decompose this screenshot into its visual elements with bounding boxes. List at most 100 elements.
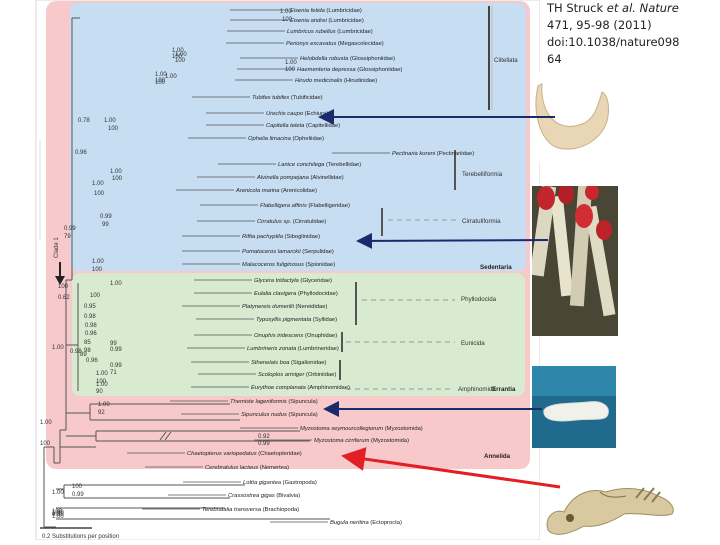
clade-label: Eunicida xyxy=(461,340,485,347)
support-value: 100 xyxy=(90,293,101,299)
taxon-label: Malacoceros fuliginosus (Spionidae) xyxy=(242,262,335,268)
citation-volume: 471, 95-98 (2011) xyxy=(547,17,717,34)
taxon-label: Onuphis iridescens (Onuphidae) xyxy=(254,333,337,339)
taxon-label: Eisenia fetida (Lumbricidae) xyxy=(290,8,362,14)
support-value: 1.00 xyxy=(104,118,116,124)
taxon-label: Typosyllis pigmentata (Syllidae) xyxy=(256,317,337,323)
support-value: 0.98 xyxy=(85,323,97,329)
support-value: 0.96 xyxy=(75,150,87,156)
chaetopterus-image xyxy=(540,478,680,540)
support-value: 0.99 xyxy=(258,441,270,447)
support-value: 85 xyxy=(84,340,91,346)
support-value: 1.00 xyxy=(280,9,292,15)
taxon-label: Eulalia clavigera (Phyllodocidae) xyxy=(254,291,338,297)
taxon-label: Helobdella robusta (Glossiphoniidae) xyxy=(300,56,395,62)
tubeworm-image xyxy=(532,186,618,336)
clade-label: Terebelliformia xyxy=(462,171,503,178)
taxon-label: Lumbrineris zonata (Lumbrineridae) xyxy=(247,346,339,352)
taxon-label: Myzostoma cirriferum (Myzostomida) xyxy=(314,438,409,444)
support-value: 0.96 xyxy=(85,331,97,337)
taxon-label: Glycera tridactyla (Glyceridae) xyxy=(254,278,332,284)
clade-label: Clitellata xyxy=(494,57,518,64)
taxon-label: Eisenia andrei (Lumbricidae) xyxy=(290,18,364,24)
clade-label: Sedentaria xyxy=(480,264,512,271)
support-value: 1.00 xyxy=(165,74,177,80)
taxon-label: Themiste lageniformis (Sipuncula) xyxy=(230,399,318,405)
citation-journal: et al. Nature xyxy=(607,1,679,15)
support-value: 1.00 xyxy=(285,60,297,66)
support-value: 100 xyxy=(58,284,69,290)
support-value: 100 xyxy=(92,267,103,273)
taxon-label: Eurythoe complanata (Amphinomidae) xyxy=(251,385,350,391)
taxon-label: Terebratalia transversa (Brachiopoda) xyxy=(202,507,299,513)
support-value: 100 xyxy=(72,484,83,490)
taxon-label: Tubifex tubifex (Tubificidae) xyxy=(252,95,323,101)
support-value: 100 xyxy=(40,441,51,447)
support-value: 100 xyxy=(112,176,123,182)
support-value: 1.00 xyxy=(52,345,64,351)
support-value: 1.00 xyxy=(96,382,108,388)
clade-label: Amphinomida xyxy=(458,386,496,393)
taxon-label: Lottia gigantea (Gastropoda) xyxy=(243,480,317,486)
taxon-label: Ophelia limacina (Opheliidae) xyxy=(248,136,324,142)
support-value: 1.00 xyxy=(92,259,104,265)
support-value: 0.99 xyxy=(110,363,122,369)
taxon-label: Sipunculus nudus (Sipuncula) xyxy=(241,412,318,418)
support-value: 1.00 xyxy=(96,371,108,377)
clade-label: Phyllodocida xyxy=(461,296,497,303)
citation-doi: doi:10.1038/nature098 xyxy=(547,34,717,51)
taxon-label: Flabelligera affinis (Flabelligeridae) xyxy=(260,203,350,209)
taxon-label: Platynereis dumerilii (Nereididae) xyxy=(242,304,327,310)
support-value: 0.96 xyxy=(86,358,98,364)
sipunculid-image xyxy=(532,366,616,448)
support-value: 1.00 xyxy=(92,181,104,187)
phylogenetic-tree: Eisenia fetida (Lumbricidae) Eisenia andr… xyxy=(0,0,540,540)
taxon-label: Haementeria depressa (Glossiphoniidae) xyxy=(297,67,402,73)
support-value: 1.00 xyxy=(52,490,64,496)
taxon-label: Urechis caupo (Echiura) xyxy=(266,111,328,117)
support-value: 0.92 xyxy=(258,434,270,440)
taxon-label: Riftia pachyptila (Siboglinidae) xyxy=(242,234,320,240)
support-value: 0.99 xyxy=(72,492,84,498)
support-value: 90 xyxy=(96,389,103,395)
taxon-label: Pomatoceros lamarckii (Serpulidae) xyxy=(242,249,334,255)
taxon-label: Sthenelais boa (Sigalionidae) xyxy=(251,360,326,366)
siboglinid-tubeworms-photo xyxy=(532,186,618,336)
taxon-label: Scoloplos armiger (Orbiniidae) xyxy=(258,372,336,378)
clade-label: Errantia xyxy=(492,386,516,393)
support-value: 1.00 xyxy=(98,402,110,408)
taxon-label: Bugula neritina (Ectoprocta) xyxy=(330,520,402,526)
support-value: 0.99 xyxy=(64,226,76,232)
support-value: 92 xyxy=(98,410,105,416)
citation-doi-suffix: 64 xyxy=(547,51,717,68)
taxon-label: Pectinaria koreni (Pectinariidae) xyxy=(392,151,474,157)
support-value: 0.62 xyxy=(58,295,70,301)
support-value: 71 xyxy=(110,370,117,376)
support-value: 100 xyxy=(172,54,183,60)
taxon-label: Alvinella pompejana (Alvinellidae) xyxy=(256,175,344,181)
echiuran-worm-image xyxy=(530,72,618,162)
support-value: 0.95 xyxy=(84,304,96,310)
chaetopterus-photo xyxy=(540,478,680,540)
support-value: 1.00 xyxy=(110,169,122,175)
support-value: 99 xyxy=(102,222,109,228)
taxon-label: Lumbricus rubellus (Lumbricidae) xyxy=(287,29,373,35)
echiuran-worm-photo xyxy=(530,72,618,162)
taxon-label: Capitella teleta (Capitellidae) xyxy=(266,123,340,129)
support-value: 100 xyxy=(285,67,296,73)
taxon-label: Myzostoma seymourcollegiorum (Myzostomid… xyxy=(300,426,423,432)
support-value: 100 xyxy=(155,78,166,84)
taxon-label: Hirudo medicinalis (Hirudinidae) xyxy=(295,78,377,84)
clade-label: Clade 1 xyxy=(54,237,60,258)
taxon-label: Lanice conchilega (Terebellidae) xyxy=(278,162,361,168)
support-value: 0.99 xyxy=(110,347,122,353)
taxon-label: Arenicola marina (Arenicolidae) xyxy=(235,188,317,194)
taxon-label: Perionyx excavatus (Megascolecidae) xyxy=(286,41,384,47)
taxon-label: Crassostrea gigas (Bivalvia) xyxy=(228,493,300,499)
support-value: 1.00 xyxy=(110,281,122,287)
support-value: 100 xyxy=(94,191,105,197)
support-value: 100 xyxy=(108,126,119,132)
support-value: 79 xyxy=(64,234,71,240)
support-value: 0.99 xyxy=(100,214,112,220)
